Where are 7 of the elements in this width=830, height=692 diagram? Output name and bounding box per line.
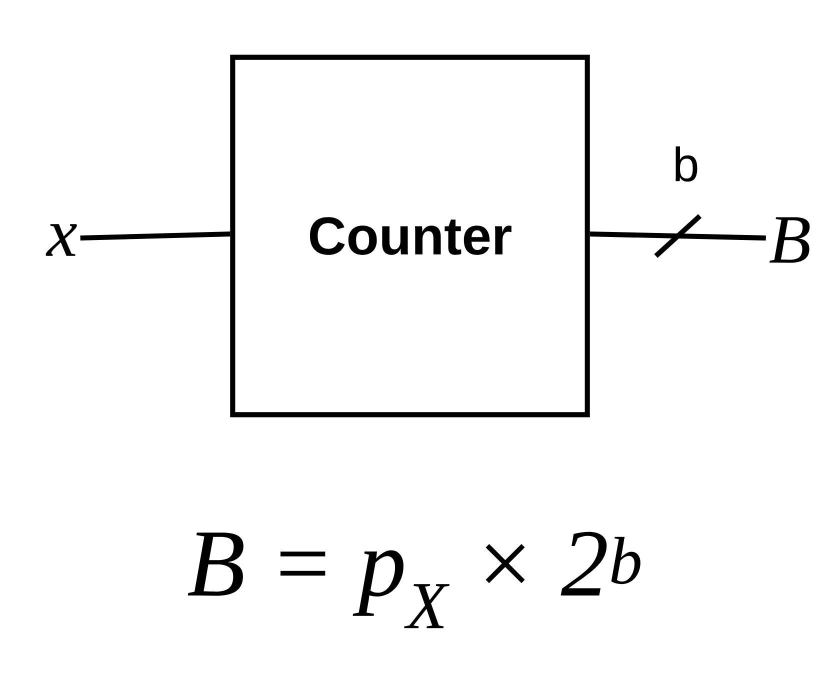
edge-label: b [676, 146, 698, 182]
formula: B = p$_{X}$ × 2$^{b}$ [188, 532, 640, 628]
bus-line [590, 214, 766, 258]
counter-box: Counter [230, 54, 590, 418]
signal-label: B [769, 217, 810, 263]
signal-label: x [46, 224, 77, 256]
connector-line [80, 231, 230, 241]
